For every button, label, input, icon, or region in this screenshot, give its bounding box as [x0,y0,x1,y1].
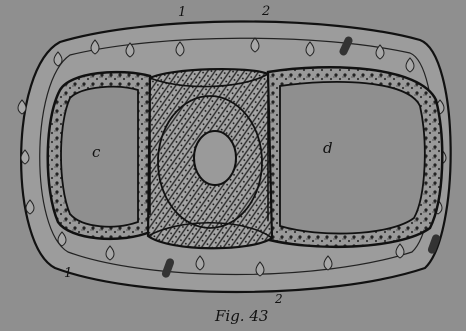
label-outer-bottom-1: 1 [64,266,72,281]
label-outer-top-2: 2 [261,4,270,19]
label-outer-bottom-2: 2 [274,292,283,306]
figure-caption: Fig. 43 [214,307,268,325]
label-outer-top-1: 1 [178,5,186,20]
cavity-d-lumen [280,82,425,234]
label-cavity-c: c [92,143,101,161]
central-lumen [194,131,236,185]
label-cavity-d: d [323,139,333,157]
